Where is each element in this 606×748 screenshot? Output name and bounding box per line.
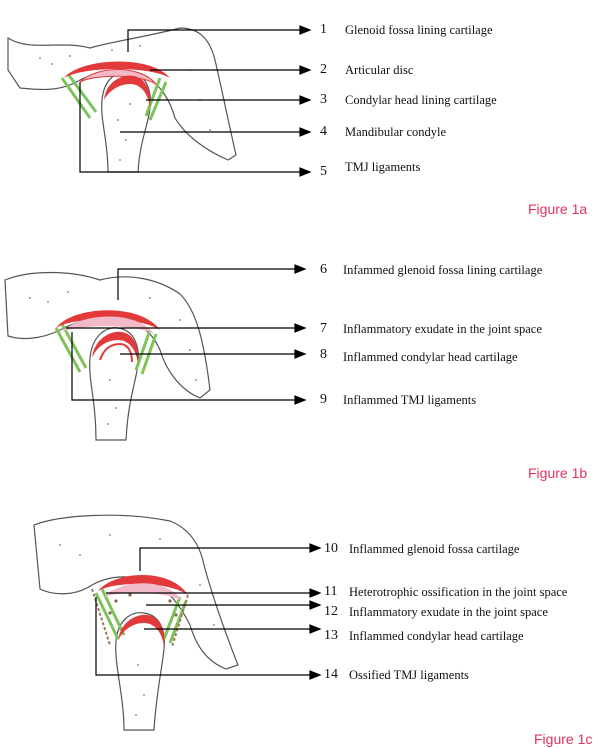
label-inflamed-glenoid-fossa-cartilage-c: Inflammed glenoid fossa cartilage xyxy=(349,542,519,557)
label-number-13: 13 xyxy=(324,628,338,644)
figure-caption-1b: Figure 1b xyxy=(528,465,587,481)
label-glenoid-fossa-cartilage: Glenoid fossa lining cartilage xyxy=(345,23,493,38)
figure-caption-1a: Figure 1a xyxy=(528,201,587,217)
label-inflamed-condylar-head-cartilage: Inflammed condylar head cartilage xyxy=(343,350,518,365)
label-number-11: 11 xyxy=(324,584,337,600)
label-articular-disc: Articular disc xyxy=(345,63,413,78)
figure-1c: 10 Inflammed glenoid fossa cartilage 11 … xyxy=(0,505,606,748)
figure-1a: 1 Glenoid fossa lining cartilage 2 Artic… xyxy=(0,0,606,230)
label-heterotrophic-ossification: Heterotrophic ossification in the joint … xyxy=(349,585,567,600)
label-number-9: 9 xyxy=(320,392,327,408)
figure-1b: 6 Infammed glenoid fossa lining cartilag… xyxy=(0,240,606,490)
label-number-2: 2 xyxy=(320,62,327,78)
label-number-1: 1 xyxy=(320,22,327,38)
label-number-6: 6 xyxy=(320,262,327,278)
label-number-12: 12 xyxy=(324,604,338,620)
label-inflamed-tmj-ligaments: Inflammed TMJ ligaments xyxy=(343,393,476,408)
label-tmj-ligaments: TMJ ligaments xyxy=(345,160,420,175)
label-number-8: 8 xyxy=(320,347,327,363)
label-inflamed-condylar-head-cartilage-c: Inflammed condylar head cartilage xyxy=(349,629,524,644)
label-mandibular-condyle: Mandibular condyle xyxy=(345,125,446,140)
label-number-14: 14 xyxy=(324,667,338,683)
figure-caption-1c: Figure 1c xyxy=(534,731,592,747)
label-inflammatory-exudate: Inflammatory exudate in the joint space xyxy=(343,322,542,337)
label-number-10: 10 xyxy=(324,541,338,557)
label-number-5: 5 xyxy=(320,164,327,180)
label-number-4: 4 xyxy=(320,124,327,140)
label-ossified-tmj-ligaments: Ossified TMJ ligaments xyxy=(349,668,469,683)
label-condylar-head-cartilage: Condylar head lining cartilage xyxy=(345,93,497,108)
label-number-3: 3 xyxy=(320,92,327,108)
tmj-healthy-illustration xyxy=(0,0,606,230)
label-number-7: 7 xyxy=(320,321,327,337)
label-inflamed-glenoid-fossa-cartilage: Infammed glenoid fossa lining cartilage xyxy=(343,263,542,278)
label-inflammatory-exudate-c: Inflammatory exudate in the joint space xyxy=(349,605,548,620)
